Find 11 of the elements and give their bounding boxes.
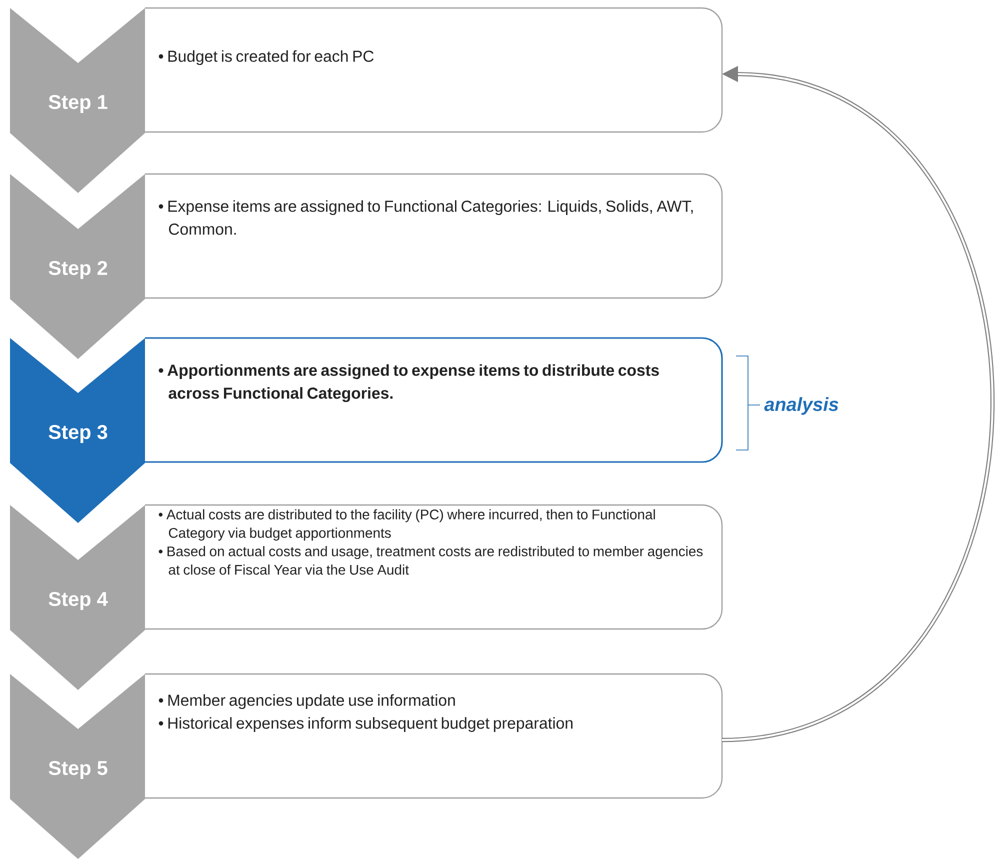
step-badge: Step 3	[10, 338, 145, 523]
annotation-label: analysis	[764, 397, 838, 415]
step-badge: Step 5	[10, 674, 145, 859]
text-box: • Actual costs are distributed to the facility (PC) where incurred, then to Functional Category via budget apportionments • Based on actual costs and usage, treatment costs are redistributed to member agencies at close of Fiscal Year via the Use Audit	[144, 504, 723, 630]
text-box: • Budget is created for each PC	[144, 7, 723, 133]
step-badge: Step 4	[10, 505, 145, 690]
text-box: • Apportionments are assigned to expense items to distribute costs across Functional Categories.	[144, 337, 723, 463]
text-box: • Expense items are assigned to Functional Categories: Liquids, Solids, AWT, Common.	[144, 173, 723, 299]
text-box: • Member agencies update use information • Historical expenses inform subsequent budget preparation	[144, 673, 723, 799]
step-badge: Step 2	[10, 174, 145, 359]
step-badge: Step 1	[10, 8, 145, 193]
